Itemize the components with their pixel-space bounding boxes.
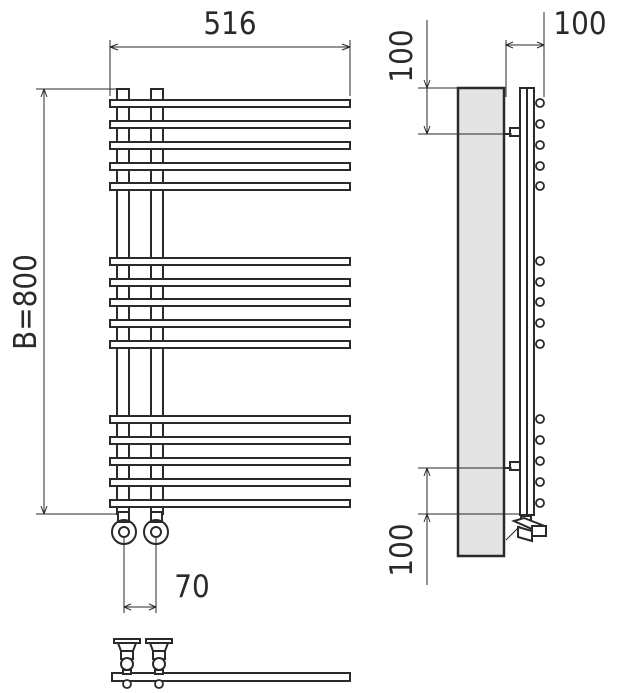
height-label: B=800 [8, 254, 44, 350]
pipe-spacing-label: 70 [174, 569, 209, 605]
wall-panel [456, 86, 506, 558]
depth-dimension: 100 [505, 6, 607, 97]
valve-left [113, 638, 141, 675]
bottom-offset-label: 100 [384, 523, 420, 576]
bottom-connections [111, 511, 169, 545]
width-label: 516 [203, 6, 256, 42]
top-offset-dimension: 100 [384, 20, 512, 135]
height-dimension: B=800 [8, 88, 116, 515]
towel-bars [109, 99, 351, 508]
front-view: 516 B=800 [8, 6, 351, 613]
mounting-profile [504, 87, 535, 516]
pipe-spacing-dimension: 70 [123, 536, 210, 613]
bar-ends [535, 98, 545, 508]
side-view: 100 [384, 6, 607, 585]
valve-right [145, 638, 173, 675]
bottom-offset-dimension: 100 [384, 467, 520, 585]
bottom-view [111, 638, 351, 689]
depth-label: 100 [553, 6, 606, 42]
side-valve [505, 515, 547, 543]
top-offset-label: 100 [384, 29, 420, 82]
width-dimension: 516 [109, 6, 351, 96]
